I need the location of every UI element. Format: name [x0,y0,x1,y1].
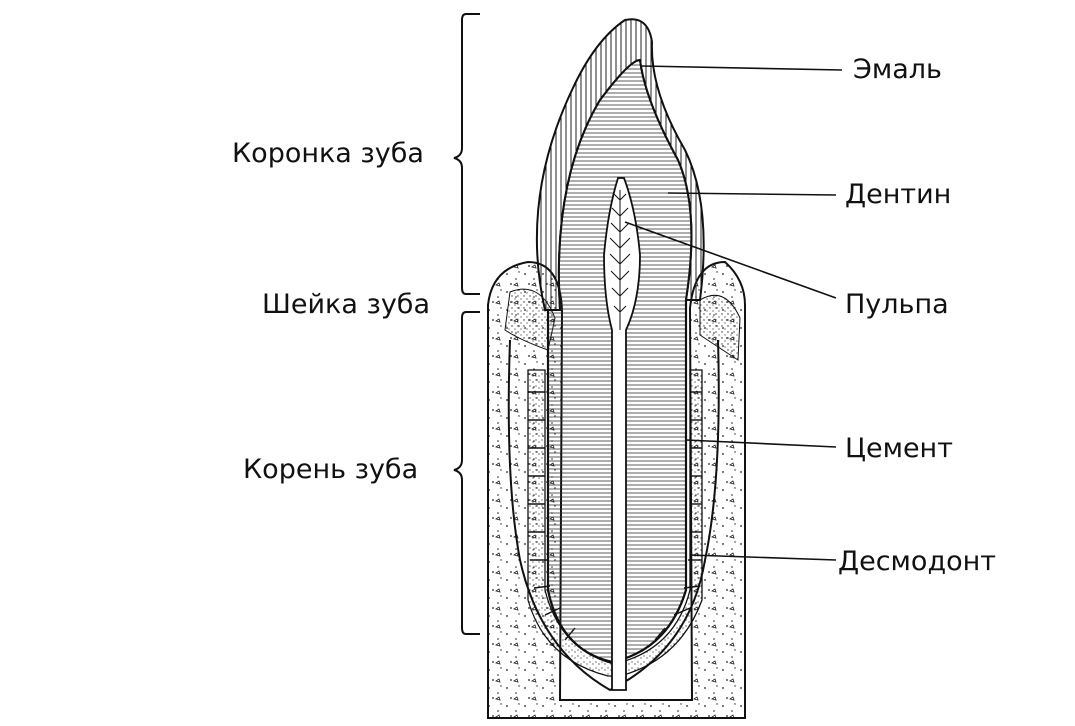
desmodont-outline [507,339,720,692]
label-crown: Коронка зуба [232,138,424,169]
label-cement: Цемент [845,433,953,464]
label-enamel: Эмаль [853,54,942,85]
label-desmodont: Десмодонт [838,546,997,577]
leader-dentin [667,192,837,196]
leader-pulp [624,221,837,299]
label-pulp: Пульпа [845,289,949,320]
label-dentin: Дентин [845,179,952,210]
bracket-root [453,311,480,635]
label-neck: Шейка зуба [262,289,430,320]
leader-cement [685,439,837,448]
bracket-crown [453,13,480,295]
leader-lines [624,65,843,561]
leader-enamel [641,65,843,71]
leader-desmodont [689,554,837,561]
label-root: Корень зуба [243,454,419,485]
